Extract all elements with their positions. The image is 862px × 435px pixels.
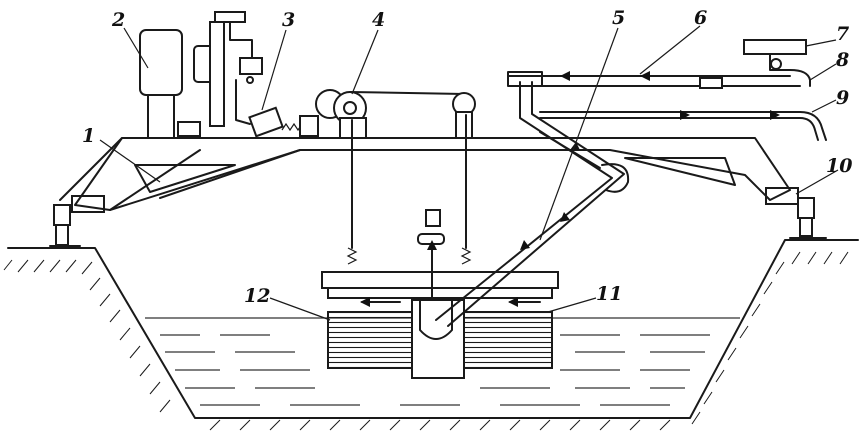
label-6: 6	[694, 7, 707, 29]
label-1: 1	[82, 125, 95, 147]
label-2: 2	[111, 9, 125, 31]
water-bath	[145, 317, 740, 406]
label-3: 3	[282, 9, 295, 31]
label-10: 10	[826, 155, 852, 177]
number-labels: 1 2 3 4 5 6 7 8 9 10 11 12	[82, 7, 852, 307]
feed-pipes	[507, 39, 827, 141]
pipe-boom	[435, 71, 630, 327]
winch-drum	[315, 89, 476, 139]
label-7: 7	[836, 23, 849, 45]
label-9: 9	[836, 87, 849, 109]
leader-lines	[99, 25, 839, 321]
label-5: 5	[612, 7, 625, 29]
bridge-frame	[59, 137, 791, 211]
label-4: 4	[372, 9, 385, 31]
ground-pit	[3, 239, 859, 431]
hoist-cables	[346, 114, 472, 265]
right-support-wheel	[765, 187, 827, 239]
left-support-wheel	[49, 195, 105, 247]
label-12: 12	[244, 285, 270, 307]
label-11: 11	[596, 283, 622, 305]
label-8: 8	[835, 49, 849, 71]
motor-unit	[139, 11, 263, 139]
gearbox	[248, 106, 319, 138]
treatment-basket	[321, 209, 559, 379]
